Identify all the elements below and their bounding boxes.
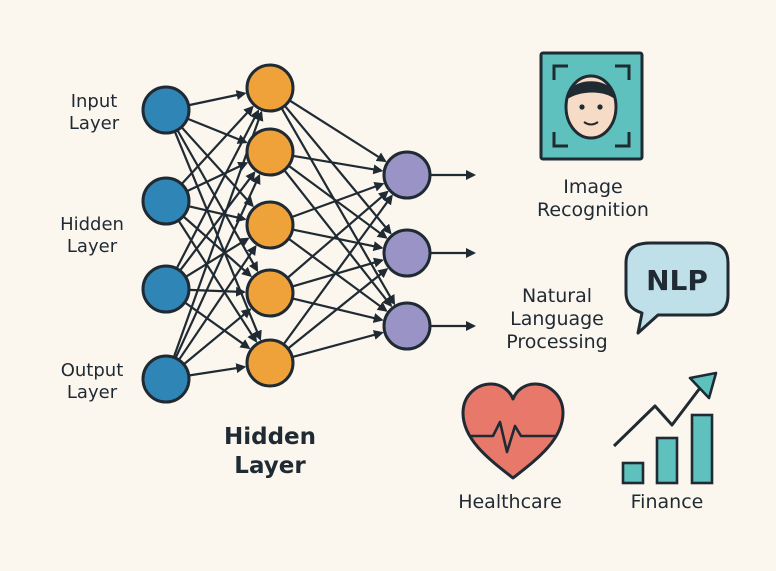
edge-input-3-hidden-3 <box>183 308 252 366</box>
nlp-bubble-text: NLP <box>646 264 708 297</box>
edge-input-0-hidden-2 <box>180 126 254 208</box>
edge-hidden-2-output-1 <box>292 228 384 252</box>
edge-input-3-hidden-2 <box>177 244 257 361</box>
input-node-3 <box>141 354 191 404</box>
hidden-layer-side-line-2: Layer <box>66 235 118 257</box>
output-layer-line-1: Output <box>60 360 124 381</box>
edge-input-1-hidden-1 <box>186 161 249 193</box>
finance-label: Finance <box>630 491 704 513</box>
edge-input-2-hidden-2 <box>185 237 250 278</box>
hidden-node-1 <box>245 127 295 177</box>
face-recognition-icon <box>539 51 644 161</box>
input-layer-line-2: Layer <box>68 112 120 134</box>
hidden-layer-side-label: Hidden Layer <box>49 214 135 257</box>
output-layer-label: Output Layer <box>49 360 135 403</box>
hidden-node-0 <box>245 63 295 113</box>
output-layer-line-2: Layer <box>66 381 118 403</box>
edge-hidden-0-output-0 <box>288 99 387 163</box>
hidden-layer-side-line-1: Hidden <box>60 214 124 235</box>
hidden-layer-caption: Hidden Layer <box>210 423 330 481</box>
speech-bubble-icon: NLP <box>624 241 730 335</box>
edge-input-1-hidden-3 <box>182 215 253 278</box>
hidden-layer-caption-line-1: Hidden <box>223 424 317 450</box>
edge-hidden-2-output-0 <box>291 181 385 219</box>
edge-hidden-3-output-1 <box>291 257 384 288</box>
hidden-layer-caption-line-2: Layer <box>234 452 306 479</box>
edge-input-1-hidden-0 <box>180 105 254 185</box>
input-node-2 <box>141 264 191 314</box>
hidden-node-4 <box>245 338 295 388</box>
output-node-2 <box>382 301 432 351</box>
edge-hidden-3-output-0 <box>286 190 389 279</box>
nlp-line-3: Processing <box>506 330 608 353</box>
edge-hidden-4-output-0 <box>282 194 393 346</box>
image-recognition-line-1: Image <box>563 176 623 198</box>
edge-input-2-hidden-0 <box>175 109 260 270</box>
input-node-0 <box>141 85 191 135</box>
edge-input-0-hidden-0 <box>188 90 247 107</box>
input-layer-label: Input Layer <box>54 91 134 134</box>
edge-hidden-0-output-1 <box>283 104 392 235</box>
heart-pulse-icon <box>461 382 565 480</box>
healthcare-label: Healthcare <box>458 491 562 513</box>
nlp-line-1: Natural <box>521 285 593 307</box>
output-node-0 <box>382 150 432 200</box>
edge-input-2-hidden-4 <box>184 301 251 350</box>
edge-input-3-hidden-1 <box>174 173 261 359</box>
input-node-1 <box>141 176 191 226</box>
edge-hidden-0-output-2 <box>280 107 396 306</box>
edge-hidden-4-output-1 <box>287 268 389 350</box>
edge-hidden-4-output-2 <box>291 330 384 359</box>
edge-hidden-2-output-2 <box>287 237 388 312</box>
edge-hidden-1-output-0 <box>292 154 384 175</box>
edge-input-2-hidden-1 <box>179 171 256 272</box>
network-nodes <box>141 63 432 404</box>
nlp-line-2: Language <box>510 307 604 330</box>
output-node-1 <box>382 228 432 278</box>
edge-input-0-hidden-1 <box>186 117 248 144</box>
edge-input-3-hidden-4 <box>188 363 247 377</box>
hidden-node-3 <box>245 268 295 318</box>
image-recognition-label: Image Recognition <box>520 176 666 222</box>
image-recognition-line-2: Recognition <box>537 198 649 221</box>
nlp-label: Natural Language Processing <box>494 285 620 353</box>
growth-chart-icon <box>612 371 718 485</box>
edge-input-1-hidden-2 <box>188 205 247 223</box>
input-layer-line-1: Input <box>70 91 118 112</box>
connection-lines <box>172 90 476 377</box>
hidden-node-2 <box>245 200 295 250</box>
